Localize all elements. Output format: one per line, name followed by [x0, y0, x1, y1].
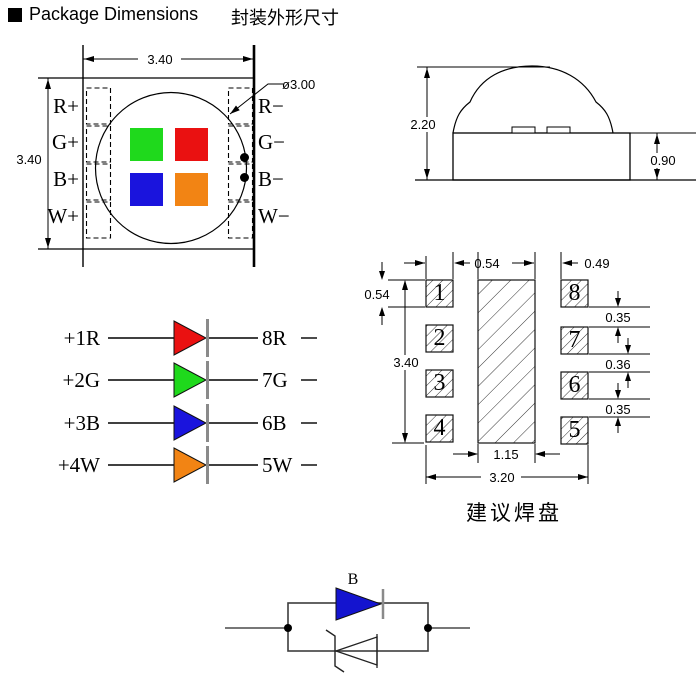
emitter-chips: [130, 128, 249, 206]
chip-orange: [175, 173, 208, 206]
cathode-dot-bottom: [240, 173, 249, 182]
dim-pad-width: 0.54: [474, 256, 500, 271]
dim-front-height: 3.40: [16, 152, 42, 167]
solder-pads: [425, 279, 589, 445]
pin-label-b-minus: B−: [258, 167, 284, 191]
pin-label-w-minus: W−: [258, 204, 290, 228]
pin-label-g-minus: G−: [258, 130, 286, 154]
pad-number-4: 4: [433, 415, 446, 441]
pad-number-1: 1: [433, 280, 446, 306]
led-row-green: [108, 361, 317, 399]
pin-label-r-plus: R+: [53, 94, 79, 118]
led-cathode-7g: 7G: [262, 368, 288, 392]
diode-symbol: [335, 587, 383, 621]
dashed-pads: [85, 87, 254, 239]
led-cathode-5w: 5W: [262, 453, 293, 477]
pad-number-7: 7: [568, 327, 581, 353]
page-title-zh: 封装外形尺寸: [231, 8, 339, 28]
pad-number-8: 8: [568, 280, 581, 306]
dim-gap2: 0.36: [605, 357, 631, 372]
led-row-red: [108, 319, 317, 357]
dim-gap1: 0.35: [605, 310, 631, 325]
led-anode-2g: +2G: [62, 368, 100, 392]
pad-number-3: 3: [433, 370, 446, 396]
pin-label-w-plus: W+: [47, 204, 79, 228]
dim-total-height: 2.20: [402, 117, 444, 132]
front-view-linework: [38, 45, 283, 267]
pin-label-r-minus: R−: [258, 94, 284, 118]
chip-blue: [130, 173, 163, 206]
led-symbol-rows: [108, 319, 317, 484]
led-cathode-6b: 6B: [262, 411, 287, 435]
dim-pad-overall-height: 3.40: [388, 355, 424, 370]
pad-number-6: 6: [568, 372, 581, 398]
cathode-dot-top: [240, 153, 249, 162]
thermal-slug: [477, 279, 536, 444]
page-title: Package Dimensions: [29, 4, 199, 24]
pin-label-g-plus: G+: [51, 130, 79, 154]
led-cathode-8r: 8R: [262, 326, 287, 350]
dim-gap3: 0.35: [605, 402, 631, 417]
dim-lens-diameter: ø3.00: [282, 77, 316, 92]
pad-number-5: 5: [568, 417, 581, 443]
protection-circuit: [225, 587, 470, 673]
chip-green: [130, 128, 163, 161]
led-row-white: [108, 446, 317, 484]
dome-profile: [452, 65, 614, 134]
diode-label: B: [347, 571, 359, 588]
pin-label-b-plus: B+: [53, 167, 79, 191]
pad-number-2: 2: [433, 325, 446, 351]
dim-pad-overall-width: 3.20: [483, 470, 521, 485]
lens-circle: [94, 91, 248, 245]
pad-layout-caption: 建议焊盘: [466, 501, 562, 525]
chip-red: [175, 128, 208, 161]
title-bullet-icon: [8, 8, 22, 22]
dim-front-width: 3.40: [147, 52, 173, 67]
dim-slug-width: 1.15: [493, 447, 519, 462]
dim-base-height: 0.90: [640, 153, 686, 168]
led-row-blue: [108, 404, 317, 442]
led-anode-3b: +3B: [63, 411, 100, 435]
led-anode-1r: +1R: [63, 326, 100, 350]
dim-pad-height: 0.54: [364, 287, 390, 302]
led-anode-4w: +4W: [57, 453, 100, 477]
dim-gap-right: 0.49: [584, 256, 610, 271]
